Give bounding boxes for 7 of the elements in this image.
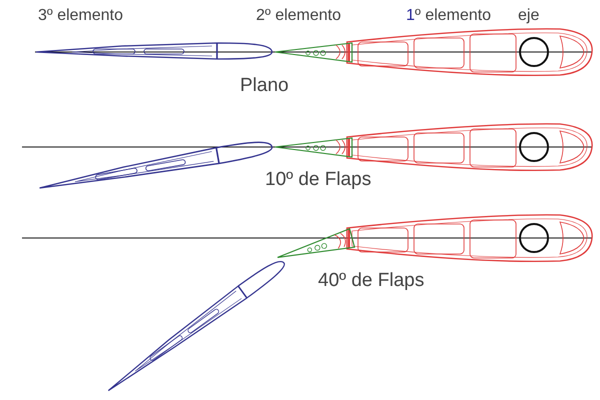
- configuration-title: 40º de Flaps: [318, 271, 424, 292]
- configuration-title: Plano: [240, 76, 289, 97]
- element-label: 3º elemento: [38, 7, 124, 25]
- element-label: 2º elemento: [256, 7, 342, 25]
- configuration-title: 10º de Flaps: [265, 170, 372, 191]
- axis-label: eje: [518, 7, 540, 25]
- element-label: 1º elemento: [406, 7, 492, 25]
